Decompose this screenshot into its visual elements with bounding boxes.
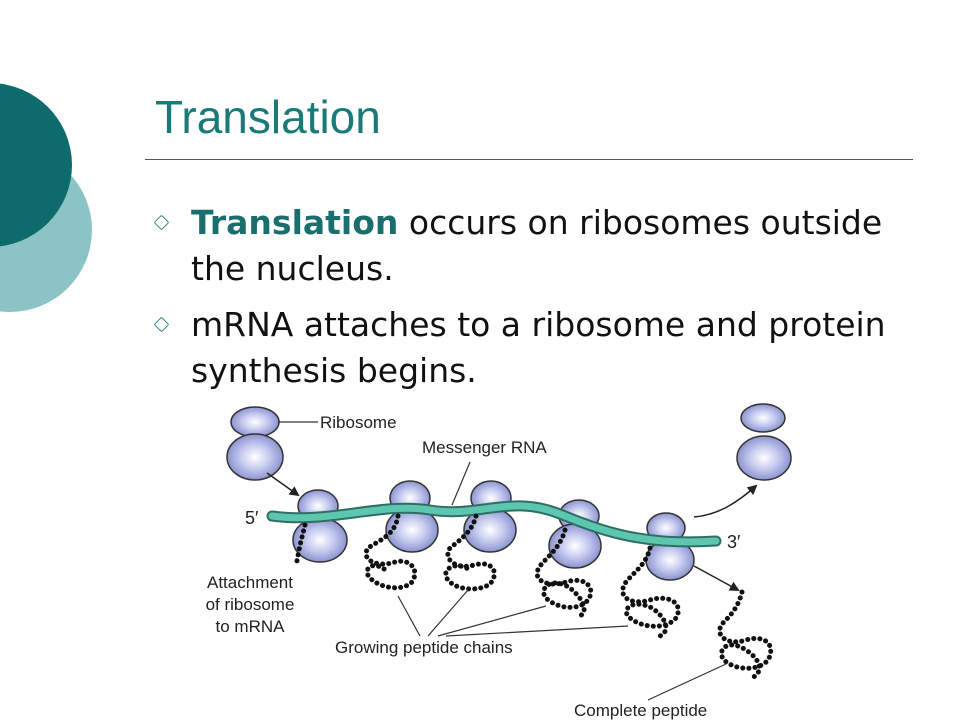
free-ribosome-left [226, 406, 284, 481]
label-messenger-rna: Messenger RNA [422, 438, 547, 457]
bullet-keyword: Translation [191, 203, 399, 242]
page-title: Translation [155, 91, 381, 143]
label-five-prime: 5′ [245, 508, 259, 528]
release-arrow [693, 484, 758, 518]
label-attachment-3: to mRNA [216, 617, 286, 636]
label-three-prime: 3′ [727, 532, 741, 552]
bullet-item: mRNA attaches to a ribosome and protein … [153, 302, 915, 394]
title-divider [145, 159, 913, 160]
label-ribosome: Ribosome [320, 413, 397, 432]
peptide-chain-4 [534, 527, 594, 619]
bullet-text: occurs on ribosomes outside the nucleus. [191, 203, 883, 288]
free-ribosome-right [736, 403, 792, 481]
peptide-chain-3 [443, 513, 497, 592]
label-complete-peptide: Complete peptide [574, 701, 707, 720]
complete-peptide-chain [717, 589, 774, 681]
bullet-list: Translation occurs on ribosomes outside … [153, 200, 915, 404]
peptide-chain-1 [293, 522, 308, 569]
bullet-text: mRNA attaches to a ribosome and protein … [191, 305, 886, 390]
label-attachment-1: Attachment [207, 573, 293, 592]
dark-teal-circle [0, 83, 72, 247]
attach-arrow [266, 472, 300, 497]
label-growing-peptide-chains: Growing peptide chains [335, 638, 513, 657]
complete-arrow [693, 565, 740, 591]
peptide-chain-5 [620, 545, 681, 639]
bound-ribosomes [292, 480, 695, 581]
decorative-circles [0, 83, 92, 312]
label-attachment-2: of ribosome [206, 595, 295, 614]
bullet-item: Translation occurs on ribosomes outside … [153, 200, 915, 292]
peptide-chain-2 [363, 513, 418, 591]
